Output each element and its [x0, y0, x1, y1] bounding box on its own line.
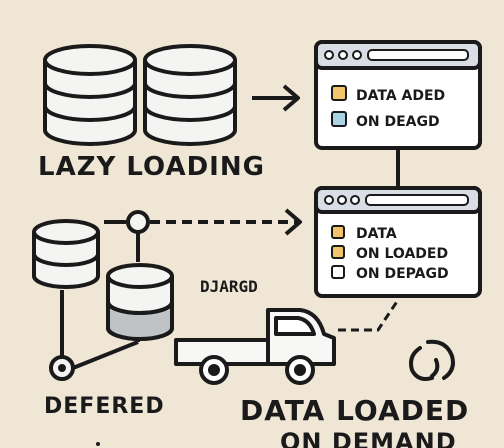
database-icon: [43, 44, 137, 146]
lazy-loading-label: LAZY LOADING: [38, 152, 265, 182]
window-dot: [338, 50, 348, 60]
window-dot: [324, 195, 334, 205]
browser-window-bottom: DATA ON LOADED ON DEPAGD: [314, 186, 482, 298]
browser-window-top: DATA ADED ON DEAGD: [314, 40, 482, 150]
row-text: ON DEAGD: [356, 114, 440, 130]
node-circle: [126, 210, 150, 234]
row-checkbox: [331, 245, 345, 259]
decorative-dot: [96, 442, 100, 446]
deferred-label: DEFERED: [44, 394, 165, 419]
row-checkbox: [331, 265, 345, 279]
window-dot: [324, 50, 334, 60]
on-demand-label: ON DEMAND: [280, 428, 457, 448]
database-icon: [106, 263, 174, 341]
row-checkbox: [331, 111, 347, 127]
row-text: DATA ADED: [356, 88, 445, 104]
database-icon: [143, 44, 237, 146]
data-loaded-label: DATA LOADED: [240, 394, 469, 427]
refresh-icon: [409, 339, 455, 381]
row-text: ON DEPAGD: [356, 266, 449, 282]
window-dot: [352, 50, 362, 60]
connector-line: [72, 340, 139, 370]
row-text: ON LOADED: [356, 246, 448, 262]
row-checkbox: [331, 85, 347, 101]
arrow-icon: [252, 84, 300, 112]
node-dot: [58, 364, 66, 372]
database-icon: [32, 219, 100, 289]
arrow-icon: [104, 208, 302, 236]
row-checkbox: [331, 225, 345, 239]
connector-line: [338, 299, 400, 332]
window-dot: [337, 195, 347, 205]
row-text: DATA: [356, 226, 397, 242]
truck-icon: [174, 308, 336, 385]
window-dot: [350, 195, 360, 205]
djargd-label: DJARGD: [200, 277, 258, 296]
